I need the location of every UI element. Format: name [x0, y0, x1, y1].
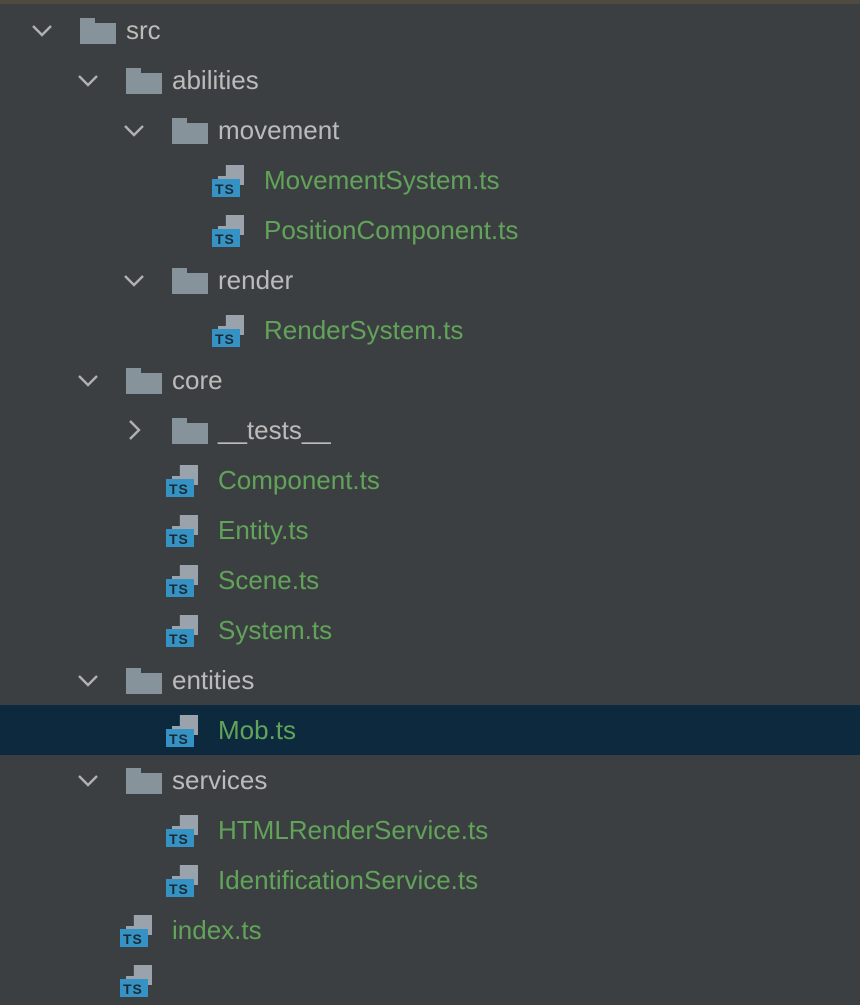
typescript-file-icon: TS — [166, 865, 204, 897]
tree-item-label: __tests__ — [218, 415, 331, 445]
tree-file-partial[interactable]: TS — [0, 955, 860, 1005]
folder-icon — [126, 668, 162, 694]
tree-file-system-ts[interactable]: TS System.ts — [0, 605, 860, 655]
tree-folder-entities[interactable]: entities — [0, 655, 860, 705]
folder-icon — [126, 768, 162, 794]
chevron-down-icon[interactable] — [77, 769, 99, 791]
tree-item-label: RenderSystem.ts — [264, 315, 464, 345]
typescript-file-icon: TS — [212, 315, 250, 347]
typescript-file-icon: TS — [212, 215, 250, 247]
tree-folder-core[interactable]: core — [0, 355, 860, 405]
tree-item-label: IdentificationService.ts — [218, 865, 479, 895]
top-border — [0, 0, 860, 4]
folder-icon — [126, 68, 162, 94]
typescript-file-icon: TS — [166, 565, 204, 597]
tree-item-label: entities — [172, 665, 255, 695]
tree-item-label: index.ts — [172, 915, 262, 945]
tree-item-label: System.ts — [218, 615, 333, 645]
tree-file-entity-ts[interactable]: TS Entity.ts — [0, 505, 860, 555]
tree-file-movementsystem-ts[interactable]: TS MovementSystem.ts — [0, 155, 860, 205]
tree-item-label: HTMLRenderService.ts — [218, 815, 489, 845]
folder-icon — [126, 368, 162, 394]
typescript-file-icon: TS — [120, 915, 158, 947]
tree-item-label: Scene.ts — [218, 565, 320, 595]
tree-item-label: services — [172, 765, 268, 795]
tree-item-label: core — [172, 365, 223, 395]
tree-file-rendersystem-ts[interactable]: TS RenderSystem.ts — [0, 305, 860, 355]
tree-item-label: MovementSystem.ts — [264, 165, 500, 195]
tree-item-label: movement — [218, 115, 340, 145]
tree-item-label: Component.ts — [218, 465, 380, 495]
folder-icon — [172, 418, 208, 444]
chevron-down-icon[interactable] — [31, 19, 53, 41]
typescript-file-icon: TS — [166, 815, 204, 847]
folder-icon — [172, 118, 208, 144]
tree-folder-tests[interactable]: __tests__ — [0, 405, 860, 455]
typescript-file-icon: TS — [120, 965, 158, 997]
typescript-file-icon: TS — [212, 165, 250, 197]
tree-folder-abilities[interactable]: abilities — [0, 55, 860, 105]
tree-item-label: PositionComponent.ts — [264, 215, 519, 245]
chevron-right-icon[interactable] — [123, 419, 145, 441]
tree-file-mob-ts[interactable]: TS Mob.ts — [0, 705, 860, 755]
typescript-file-icon: TS — [166, 615, 204, 647]
tree-item-label: src — [126, 15, 161, 45]
chevron-down-icon[interactable] — [77, 369, 99, 391]
tree-file-identificationservice-ts[interactable]: TS IdentificationService.ts — [0, 855, 860, 905]
tree-file-index-ts[interactable]: TS index.ts — [0, 905, 860, 955]
tree-item-label: Entity.ts — [218, 515, 309, 545]
chevron-down-icon[interactable] — [77, 69, 99, 91]
chevron-down-icon[interactable] — [123, 269, 145, 291]
tree-folder-services[interactable]: services — [0, 755, 860, 805]
tree-file-scene-ts[interactable]: TS Scene.ts — [0, 555, 860, 605]
tree-file-positioncomponent-ts[interactable]: TS PositionComponent.ts — [0, 205, 860, 255]
tree-item-label: Mob.ts — [218, 715, 297, 745]
tree-item-label: render — [218, 265, 294, 295]
tree-folder-src[interactable]: src — [0, 5, 860, 55]
tree-file-component-ts[interactable]: TS Component.ts — [0, 455, 860, 505]
folder-icon — [80, 18, 116, 44]
tree-folder-render[interactable]: render — [0, 255, 860, 305]
tree-file-htmlrenderservice-ts[interactable]: TS HTMLRenderService.ts — [0, 805, 860, 855]
typescript-file-icon: TS — [166, 465, 204, 497]
tree-item-label: abilities — [172, 65, 259, 95]
chevron-down-icon[interactable] — [123, 119, 145, 141]
tree-folder-movement[interactable]: movement — [0, 105, 860, 155]
typescript-file-icon: TS — [166, 515, 204, 547]
folder-icon — [172, 268, 208, 294]
typescript-file-icon: TS — [166, 715, 204, 747]
chevron-down-icon[interactable] — [77, 669, 99, 691]
